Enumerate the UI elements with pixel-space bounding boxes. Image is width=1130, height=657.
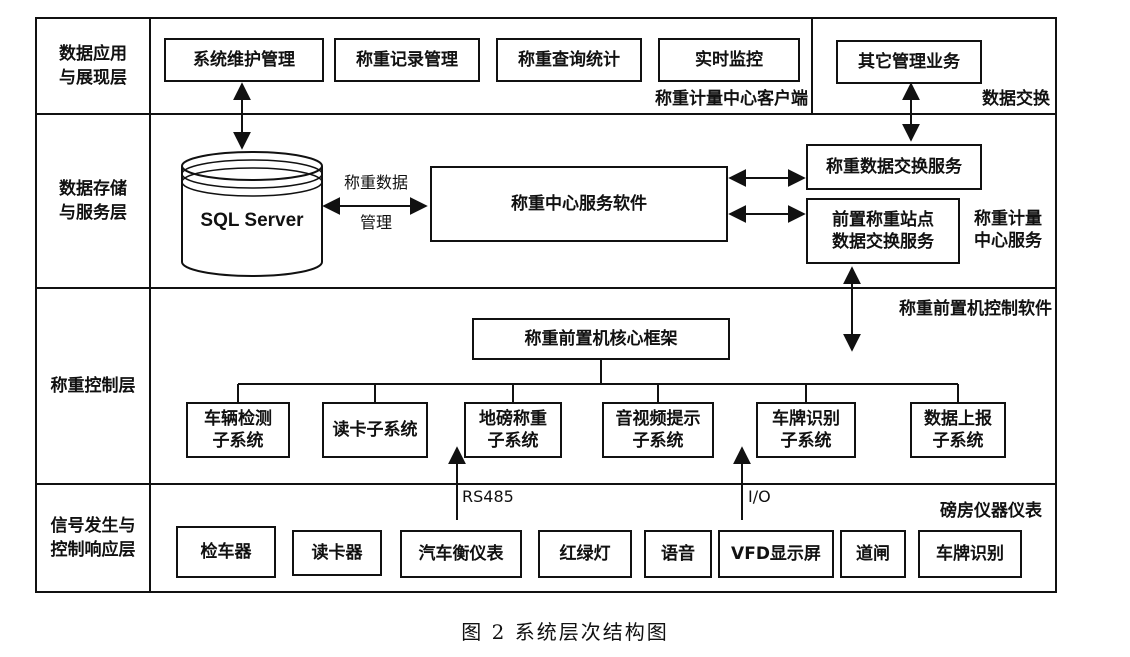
figure-caption: 图 2 系统层次结构图 (461, 620, 669, 644)
db-link-label-2: 管理 (359, 213, 392, 232)
box-other-business: 其它管理业务 (836, 40, 982, 84)
sql-server-label: SQL Server (200, 210, 304, 231)
outer-frame (35, 17, 1057, 593)
db-link-label-1: 称重数据 (343, 173, 408, 192)
box-card-reader: 读卡器 (292, 530, 382, 576)
box-scale-weighing: 地磅称重 子系统 (464, 402, 562, 458)
io-label: I/O (748, 487, 771, 506)
sql-server-cylinder (181, 151, 323, 277)
box-center-service-software: 称重中心服务软件 (430, 166, 728, 242)
box-vehicle-detector: 检车器 (176, 526, 276, 578)
box-truck-scale-meter: 汽车衡仪表 (400, 530, 522, 578)
client-label: 称重计量中心客户端 (655, 89, 808, 109)
layer-label-signal: 信号发生与 控制响应层 (50, 516, 136, 560)
box-core-framework: 称重前置机核心框架 (472, 318, 730, 360)
rs485-label: RS485 (462, 487, 514, 506)
box-vehicle-detection: 车辆检测 子系统 (186, 402, 290, 458)
box-front-exchange-service: 前置称重站点 数据交换服务 (806, 198, 960, 264)
box-traffic-light: 红绿灯 (538, 530, 632, 578)
layer-label-storage: 数据存储 与服务层 (59, 179, 127, 223)
control-software-label: 称重前置机控制软件 (899, 299, 1052, 319)
box-voice: 语音 (644, 530, 712, 578)
box-card-reader-sub: 读卡子系统 (322, 402, 428, 458)
box-vfd-display: VFD显示屏 (718, 530, 834, 578)
box-plate-recognition: 车牌识别 (918, 530, 1022, 578)
scale-room-label: 磅房仪器仪表 (940, 501, 1042, 521)
box-exchange-service: 称重数据交换服务 (806, 144, 982, 190)
box-data-report: 数据上报 子系统 (910, 402, 1006, 458)
exchange-label: 数据交换 (982, 89, 1050, 109)
box-weighing-query: 称重查询统计 (496, 38, 642, 82)
layer-label-control: 称重控制层 (50, 376, 136, 396)
box-barrier-gate: 道闸 (840, 530, 906, 578)
box-audio-video: 音视频提示 子系统 (602, 402, 714, 458)
box-system-maintenance: 系统维护管理 (164, 38, 324, 82)
box-plate-recognition-sub: 车牌识别 子系统 (756, 402, 856, 458)
box-weighing-records: 称重记录管理 (334, 38, 480, 82)
center-service-label: 称重计量 中心服务 (974, 209, 1042, 251)
layer-label-app: 数据应用 与展现层 (59, 44, 127, 88)
box-realtime-monitor: 实时监控 (658, 38, 800, 82)
